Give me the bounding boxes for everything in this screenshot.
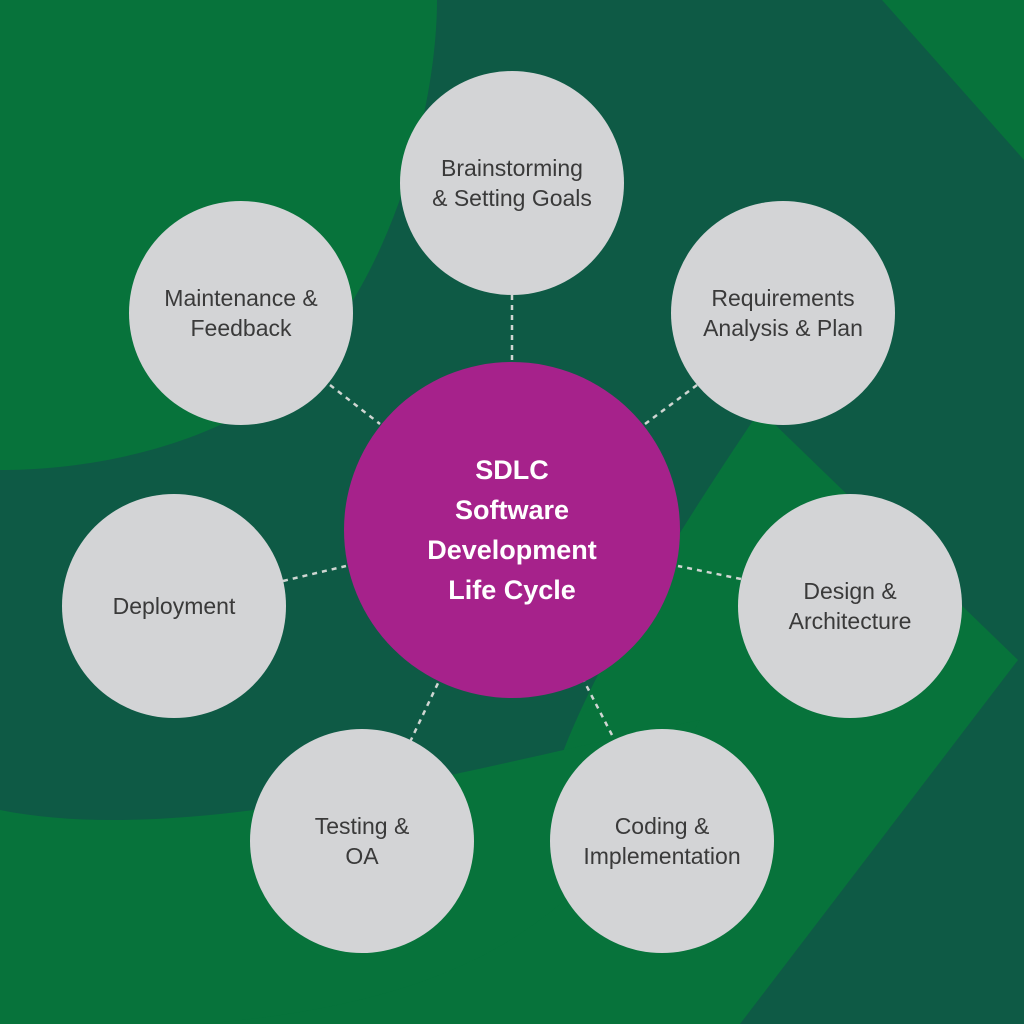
connector-maintenance (329, 384, 381, 425)
stage-maintenance: Maintenance & Feedback (129, 201, 353, 425)
stage-design: Design & Architecture (738, 494, 962, 718)
stage-requirements: Requirements Analysis & Plan (671, 201, 895, 425)
stage-testing-line1: Testing & (314, 813, 410, 839)
center-title: SDLC (475, 455, 549, 485)
stage-coding: Coding & Implementation (550, 729, 774, 953)
connector-coding (582, 680, 614, 736)
stage-requirements-line1: Requirements (711, 285, 855, 311)
connector-testing (408, 680, 441, 743)
stage-brainstorming-line1: Brainstorming (441, 155, 583, 181)
stage-deployment-line1: Deployment (112, 593, 236, 619)
connector-design (677, 564, 742, 581)
background-wedge-top-right (882, 0, 1024, 160)
stage-coding-line2: Implementation (583, 843, 741, 869)
center-line-development: Development (427, 535, 597, 565)
stage-brainstorming-line2: & Setting Goals (432, 185, 592, 211)
stage-deployment: Deployment (62, 494, 286, 718)
stage-testing-line2: OA (345, 843, 379, 869)
stage-maintenance-line2: Feedback (190, 315, 292, 341)
connector-deployment (282, 564, 347, 583)
stage-coding-line1: Coding & (614, 813, 710, 839)
stage-brainstorming: Brainstorming & Setting Goals (400, 71, 624, 295)
center-line-software: Software (454, 495, 570, 525)
stage-design-line2: Architecture (788, 608, 912, 634)
stage-design-line1: Design & (803, 578, 897, 604)
center-line-life-cycle: Life Cycle (448, 575, 576, 605)
connectors (282, 295, 742, 743)
connector-requirements (644, 384, 698, 425)
stage-maintenance-line1: Maintenance & (164, 285, 318, 311)
stage-testing: Testing & OA (250, 729, 474, 953)
center-node-sdlc: SDLC Software Development Life Cycle (344, 362, 680, 698)
stage-requirements-line2: Analysis & Plan (703, 315, 863, 341)
